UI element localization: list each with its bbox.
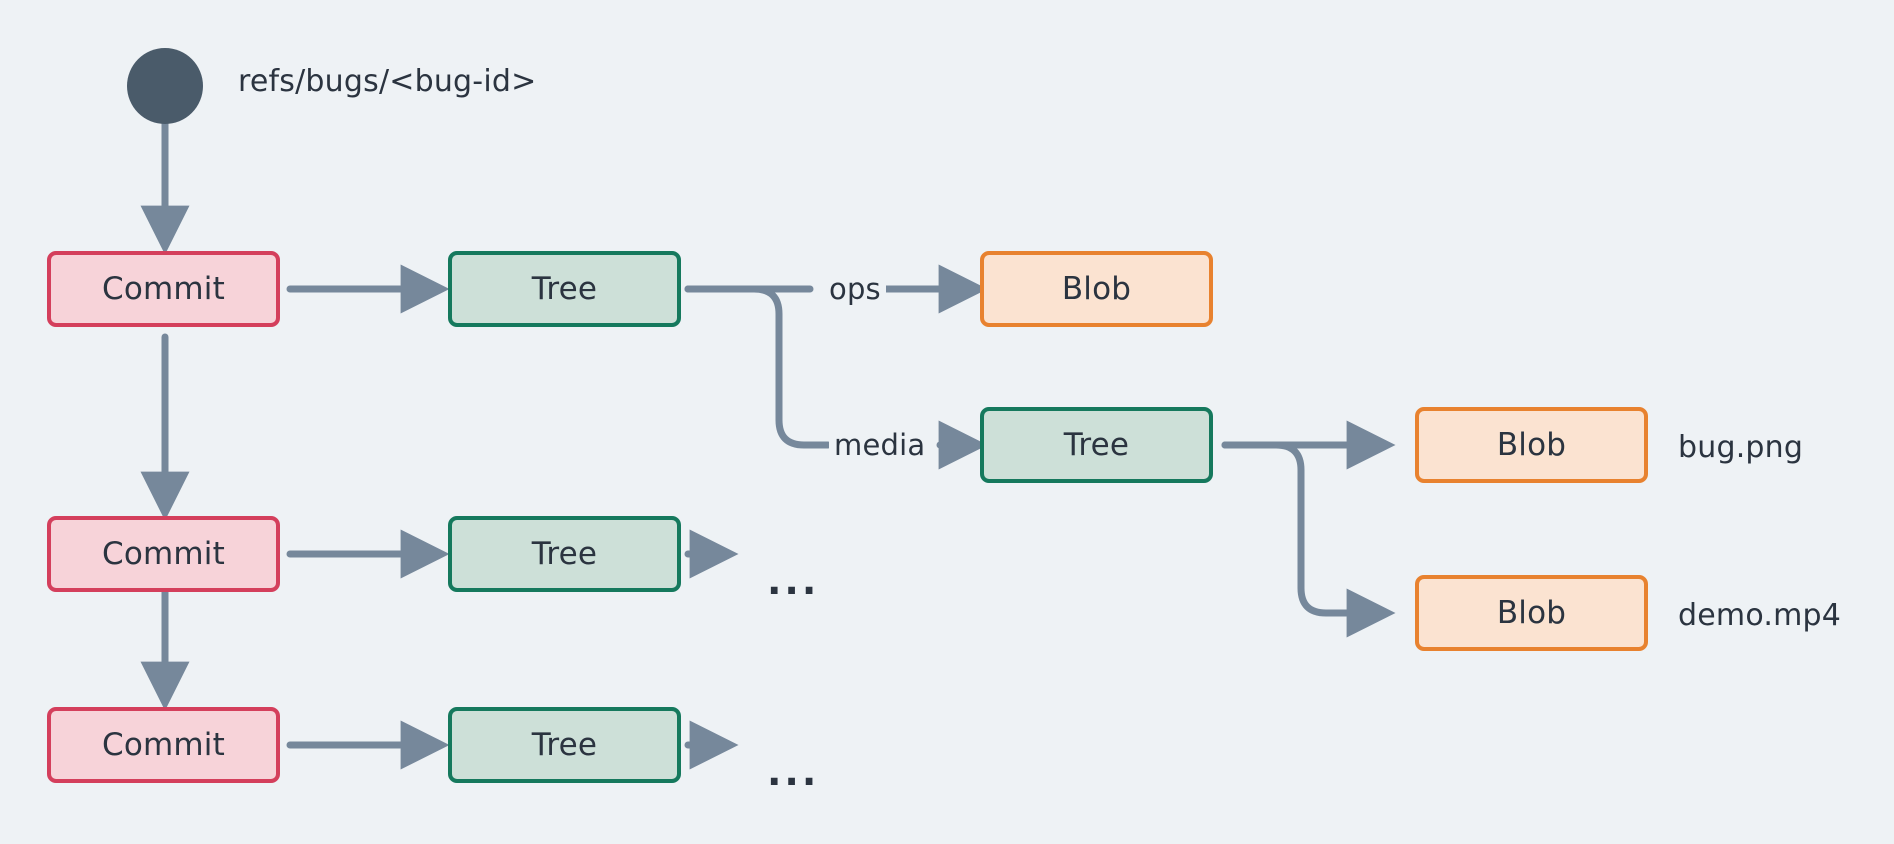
branch-ref-dot[interactable]	[127, 48, 203, 124]
edge-label-media: media	[829, 428, 931, 462]
node-tree-1[interactable]: Tree	[448, 251, 681, 327]
node-commit-2[interactable]: Commit	[47, 516, 280, 592]
node-tree-3[interactable]: Tree	[448, 707, 681, 783]
ellipsis-tree-3-more: ...	[767, 750, 820, 794]
node-tree-media[interactable]: Tree	[980, 407, 1213, 483]
node-commit-1[interactable]: Commit	[47, 251, 280, 327]
node-blob-demo-mp4[interactable]: Blob	[1415, 575, 1648, 651]
node-blob-ops[interactable]: Blob	[980, 251, 1213, 327]
edge-mediatree-to-demomp4	[1221, 441, 1396, 638]
node-commit-3[interactable]: Commit	[47, 707, 280, 783]
ellipsis-tree-2-more: ...	[767, 559, 820, 603]
edge-label-ops: ops	[824, 272, 886, 306]
edge-tree1-branch-to-media	[684, 285, 832, 449]
file-label-bug-png: bug.png	[1678, 430, 1804, 465]
node-blob-bug-png[interactable]: Blob	[1415, 407, 1648, 483]
file-label-demo-mp4: demo.mp4	[1678, 598, 1842, 633]
node-tree-2[interactable]: Tree	[448, 516, 681, 592]
branch-ref-label: refs/bugs/<bug-id>	[238, 64, 537, 99]
